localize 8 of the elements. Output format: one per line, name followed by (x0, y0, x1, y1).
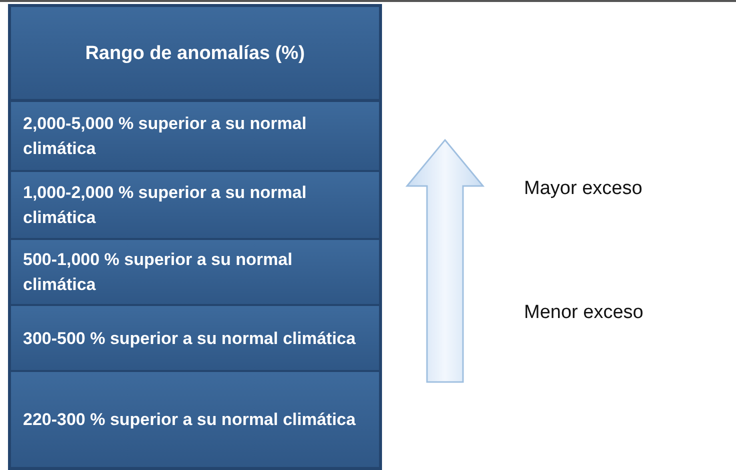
scale-label: Menor exceso (524, 302, 644, 324)
table-cell: 220-300 % superior a su normal climática (11, 372, 379, 467)
scale-label: Mayor exceso (524, 178, 642, 200)
table-header: Rango de anomalías (%) (11, 7, 379, 99)
table-cell: 300-500 % superior a su normal climática (11, 306, 379, 370)
table-cell: 2,000-5,000 % superior a su normal climática (11, 102, 379, 170)
table-cell: 1,000-2,000 % superior a su normal climática (11, 172, 379, 238)
table-cell: 500-1,000 % superior a su normal climática (11, 240, 379, 304)
